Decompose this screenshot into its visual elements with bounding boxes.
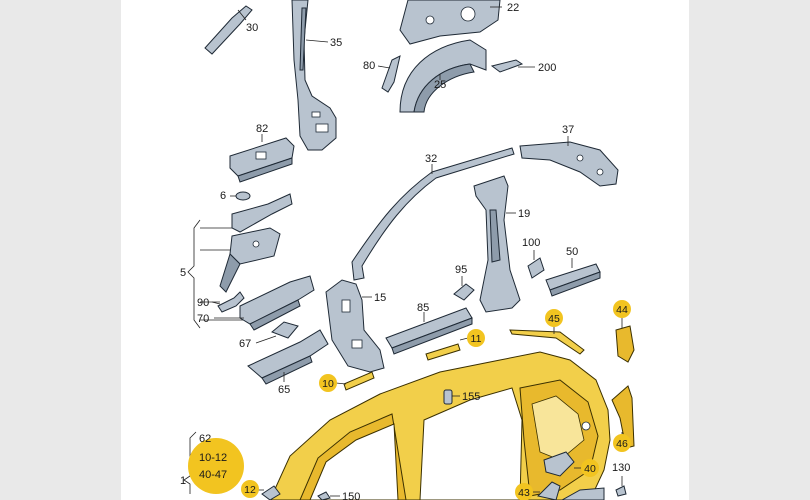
- part-19[interactable]: [473, 175, 521, 313]
- svg-text:45: 45: [548, 313, 560, 325]
- part-40[interactable]: [543, 451, 582, 477]
- badge-43[interactable]: 43: [515, 483, 533, 500]
- part-15[interactable]: [325, 279, 385, 373]
- svg-text:43: 43: [518, 487, 530, 499]
- part-45[interactable]: [509, 326, 585, 355]
- part-35[interactable]: [291, 0, 337, 151]
- svg-text:11: 11: [471, 333, 482, 345]
- badge-46[interactable]: 46: [613, 434, 631, 452]
- label-70: 70: [197, 313, 209, 325]
- label-50: 50: [566, 246, 578, 258]
- group-badge-line3: 40-47: [199, 469, 227, 481]
- label-90: 90: [197, 297, 209, 309]
- part-10[interactable]: [335, 371, 375, 391]
- part-32[interactable]: [351, 147, 515, 281]
- label-15: 15: [374, 292, 386, 304]
- part-50[interactable]: [545, 258, 601, 297]
- part-11[interactable]: [425, 337, 469, 361]
- group-badge-line2: 10-12: [199, 452, 227, 464]
- part-43[interactable]: [532, 481, 561, 500]
- label-65: 65: [278, 384, 290, 396]
- label-200: 200: [538, 62, 556, 74]
- part-67[interactable]: [255, 321, 299, 344]
- label-19: 19: [518, 208, 530, 220]
- part-130[interactable]: [615, 476, 627, 497]
- badge-10[interactable]: 10: [319, 374, 337, 392]
- label-32: 32: [425, 153, 437, 165]
- group-badge-1[interactable]: 1 62 10-12 40-47: [180, 431, 244, 494]
- part-5-upper[interactable]: [219, 193, 293, 293]
- part-100[interactable]: [527, 250, 545, 279]
- badge-45[interactable]: 45: [545, 309, 563, 327]
- part-90[interactable]: [211, 291, 245, 313]
- badge-12[interactable]: 12: [241, 480, 259, 498]
- badge-40[interactable]: 40: [581, 459, 599, 477]
- part-155[interactable]: [443, 389, 460, 405]
- label-5: 5: [180, 267, 186, 279]
- badge-11[interactable]: 11: [467, 329, 485, 347]
- svg-text:44: 44: [616, 304, 628, 316]
- label-100: 100: [522, 237, 540, 249]
- label-35: 35: [330, 37, 342, 49]
- label-37: 37: [562, 124, 574, 136]
- part-95[interactable]: [453, 276, 475, 301]
- part-200[interactable]: [490, 59, 535, 73]
- label-95: 95: [455, 264, 467, 276]
- bracket-5: [187, 219, 246, 329]
- part-6[interactable]: [230, 191, 251, 201]
- badge-44[interactable]: 44: [613, 300, 631, 318]
- label-30: 30: [246, 22, 258, 34]
- group-badge-line1: 62: [199, 433, 211, 445]
- label-22: 22: [507, 2, 519, 14]
- part-30[interactable]: [204, 5, 253, 55]
- group-badge-prefix: 1: [180, 475, 186, 487]
- label-130: 130: [612, 462, 630, 474]
- label-150: 150: [342, 491, 360, 500]
- part-82[interactable]: [229, 134, 295, 183]
- label-82: 82: [256, 123, 268, 135]
- part-1-side-panel[interactable]: [269, 351, 611, 500]
- label-85: 85: [417, 302, 429, 314]
- label-67: 67: [239, 338, 251, 350]
- label-25: 25: [434, 79, 446, 91]
- label-80: 80: [363, 60, 375, 72]
- part-12[interactable]: [258, 485, 281, 500]
- part-22[interactable]: [399, 0, 502, 45]
- part-65[interactable]: [247, 329, 329, 385]
- part-bottom-rear[interactable]: [560, 487, 605, 500]
- part-37[interactable]: [519, 136, 619, 187]
- part-70[interactable]: [214, 275, 315, 331]
- label-155: 155: [462, 391, 480, 403]
- part-85[interactable]: [385, 307, 473, 355]
- svg-text:46: 46: [616, 438, 628, 450]
- svg-text:12: 12: [244, 484, 256, 496]
- part-25[interactable]: [399, 39, 487, 113]
- part-80[interactable]: [377, 55, 401, 93]
- label-6: 6: [220, 190, 226, 202]
- svg-text:10: 10: [322, 378, 334, 390]
- svg-text:40: 40: [584, 463, 596, 475]
- part-150[interactable]: [317, 491, 340, 500]
- part-44[interactable]: [615, 318, 635, 363]
